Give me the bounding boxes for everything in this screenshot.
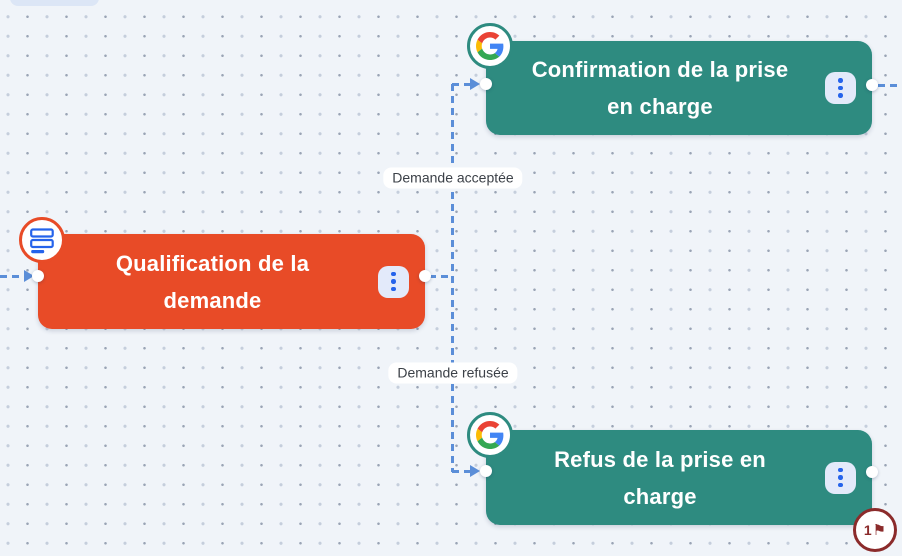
- edge-label-refused[interactable]: Demande refusée: [388, 362, 518, 384]
- node-qualification[interactable]: Qualification de la demande: [38, 234, 425, 329]
- dot: [838, 93, 843, 98]
- connection-handle-out[interactable]: [419, 270, 431, 282]
- dot: [391, 271, 396, 277]
- form-icon: [29, 227, 54, 253]
- dot: [838, 475, 843, 480]
- edge-label-accepted[interactable]: Demande acceptée: [383, 167, 523, 189]
- google-icon: [476, 421, 504, 449]
- connection-handle-in[interactable]: [480, 78, 492, 90]
- node-title: Qualification de la demande: [115, 250, 310, 313]
- dot: [391, 279, 396, 284]
- toolbar-remnant: [10, 0, 99, 6]
- arrowhead-icon: [470, 78, 480, 90]
- node-title: Confirmation de la prise en charge: [531, 57, 789, 119]
- edge-line-accepted: [452, 83, 472, 86]
- node-title: Refus de la prise en charge: [554, 446, 766, 509]
- flag-count: 1: [863, 522, 872, 538]
- edge-line-branch: [429, 275, 453, 278]
- connection-handle-in[interactable]: [480, 465, 492, 477]
- dot: [838, 467, 843, 473]
- node-refus[interactable]: Refus de la prise en charge: [486, 430, 872, 525]
- edge-line-outgoing: [878, 84, 902, 87]
- dot: [838, 85, 843, 91]
- arrowhead-icon: [24, 270, 34, 282]
- edge-line-vertical: [451, 84, 454, 472]
- node-type-badge[interactable]: [467, 23, 513, 69]
- edge-line-incoming: [0, 275, 26, 278]
- node-menu-button[interactable]: [378, 265, 409, 298]
- connection-handle-in[interactable]: [32, 270, 44, 282]
- connection-handle-out[interactable]: [866, 466, 878, 478]
- error-flag-badge[interactable]: 1 ⚑: [853, 508, 897, 552]
- node-menu-button[interactable]: [825, 461, 856, 494]
- dot: [838, 78, 843, 83]
- flag-icon: ⚑: [872, 521, 887, 539]
- node-type-badge[interactable]: [19, 217, 65, 263]
- node-type-badge[interactable]: [467, 412, 513, 458]
- dot: [838, 482, 843, 488]
- node-menu-button[interactable]: [825, 72, 856, 104]
- node-confirmation[interactable]: Confirmation de la prise en charge: [486, 41, 872, 135]
- connection-handle-out[interactable]: [866, 79, 878, 91]
- arrowhead-icon: [470, 465, 480, 477]
- edge-line-refused: [452, 470, 472, 473]
- google-icon: [476, 32, 504, 60]
- dot: [391, 286, 396, 292]
